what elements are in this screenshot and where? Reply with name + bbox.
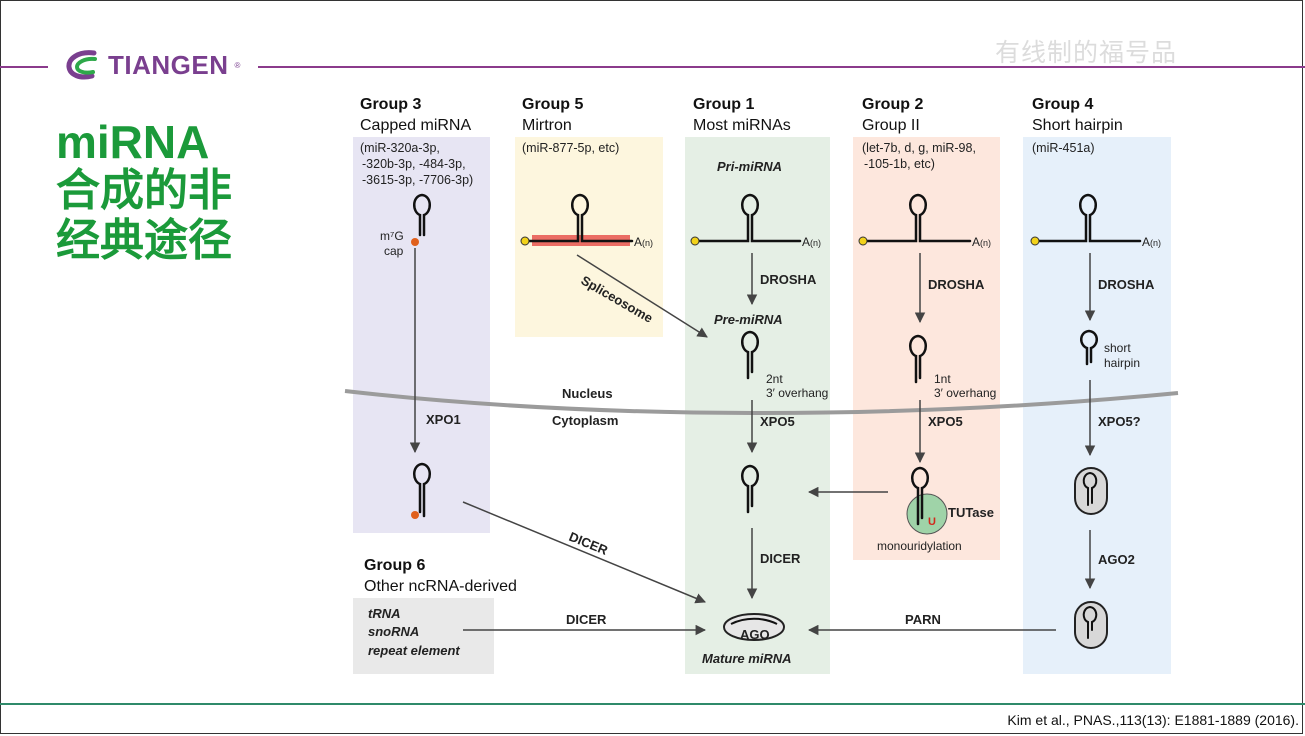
title-line-3: 经典途径	[56, 216, 232, 265]
group2-pri-mirna	[864, 193, 972, 243]
group2-drosha-label: DROSHA	[928, 277, 985, 292]
group1-end-dot	[690, 236, 700, 246]
citation: Kim et al., PNAS.,113(13): E1881-1889 (2…	[1007, 712, 1299, 728]
group1-cytoplasm-hairpin	[741, 464, 759, 514]
group6-panel	[353, 598, 494, 674]
group4-poly-a: A(n)	[1142, 235, 1161, 249]
group3-example-3: -3615-3p, -7706-3p)	[362, 173, 473, 187]
logo-registered-mark: ®	[234, 60, 241, 70]
group5-poly-a: A(n)	[634, 235, 653, 249]
group3-capped-hairpin	[413, 193, 431, 237]
cap-dot-cytoplasm	[411, 511, 419, 519]
group6-subtitle: Other ncRNA-derived	[364, 578, 517, 595]
group4-title: Group 4	[1032, 96, 1093, 113]
mature-mirna-strand	[730, 617, 778, 625]
group5-title: Group 5	[522, 96, 583, 113]
short-label: short	[1104, 341, 1131, 355]
group4-loaded-hairpin-1	[1082, 471, 1098, 506]
group4-subtitle: Short hairpin	[1032, 117, 1123, 134]
group1-subtitle: Most miRNAs	[693, 117, 791, 134]
repeat-element-label: repeat element	[368, 643, 460, 658]
group2-example-2: -105-1b, etc)	[864, 157, 935, 171]
m7g-cap-dot	[411, 238, 419, 246]
slide-title: miRNA 合成的非 经典途径	[56, 118, 286, 266]
group5-end-dot	[520, 236, 530, 246]
group6-title: Group 6	[364, 557, 425, 574]
tiangen-logo-icon	[64, 49, 102, 81]
group3-example-2: -320b-3p, -484-3p,	[362, 157, 466, 171]
group2-overhang-nt: 1nt	[934, 372, 951, 386]
mature-mirna-label: Mature miRNA	[702, 651, 792, 666]
cap-label: cap	[384, 244, 404, 258]
pri-mirna-label: Pri-miRNA	[717, 159, 782, 174]
group2-pre-mirna	[909, 334, 927, 384]
group1-dicer-label: DICER	[760, 551, 801, 566]
parn-label: PARN	[905, 612, 941, 627]
tiangen-logo: TIANGEN ®	[48, 42, 258, 88]
group1-pre-mirna	[741, 330, 759, 380]
group1-panel	[685, 137, 830, 674]
footer-divider	[0, 703, 1305, 705]
pre-mirna-label: Pre-miRNA	[714, 312, 783, 327]
spliceosome-arrow	[576, 254, 708, 338]
group4-xpo5-label: XPO5?	[1098, 414, 1141, 429]
logo-text: TIANGEN	[108, 49, 229, 80]
group2-example-1: (let-7b, d, g, miR-98,	[862, 141, 976, 155]
uridine-label: U	[928, 516, 936, 528]
group5-mirtron	[526, 193, 634, 243]
group1-drosha-label: DROSHA	[760, 272, 817, 287]
ago2-label: AGO2	[1098, 552, 1135, 567]
group1-title: Group 1	[693, 96, 754, 113]
trna-label: tRNA	[368, 606, 401, 621]
group4-example-1: (miR-451a)	[1032, 141, 1095, 155]
group1-overhang-label: 3′ overhang	[766, 386, 828, 400]
group4-pri-mirna	[1036, 193, 1142, 243]
title-line-1: miRNA	[56, 116, 210, 168]
group1-pri-mirna	[696, 193, 802, 243]
group3-cytoplasm-hairpin	[413, 462, 431, 518]
group4-end-dot	[1030, 236, 1040, 246]
group2-subtitle: Group II	[862, 117, 920, 134]
hairpin-label: hairpin	[1104, 356, 1140, 370]
group3-panel	[353, 137, 490, 533]
nuclear-membrane	[344, 389, 1179, 416]
group6-dicer-label: DICER	[566, 612, 607, 627]
tutase-enzyme	[906, 493, 948, 535]
group3-subtitle: Capped miRNA	[360, 117, 471, 134]
group4-loaded-hairpin-2	[1082, 605, 1098, 639]
group2-poly-a: A(n)	[972, 235, 991, 249]
group4-short-hairpin	[1080, 329, 1098, 366]
group2-title: Group 2	[862, 96, 923, 113]
group3-arrow-dicer	[462, 501, 706, 604]
m7g-label: m⁷G	[380, 229, 404, 243]
group3-title: Group 3	[360, 96, 421, 113]
header-divider	[0, 66, 1305, 68]
snorna-label: snoRNA	[368, 624, 419, 639]
group5-subtitle: Mirtron	[522, 117, 572, 134]
group1-xpo5-label: XPO5	[760, 414, 795, 429]
group2-xpo5-label: XPO5	[928, 414, 963, 429]
group2-uridylated-hairpin	[911, 466, 929, 526]
group4-drosha-label: DROSHA	[1098, 277, 1155, 292]
ago-label: AGO	[740, 627, 770, 642]
group1-overhang-nt: 2nt	[766, 372, 783, 386]
title-line-2: 合成的非	[56, 166, 232, 215]
tutase-label: TUTase	[948, 505, 994, 520]
group2-end-dot	[858, 236, 868, 246]
group3-example-1: (miR-320a-3p,	[360, 141, 440, 155]
video-watermark: 有线制的福号品	[995, 39, 1178, 67]
nucleus-label: Nucleus	[562, 386, 613, 401]
group1-poly-a: A(n)	[802, 235, 821, 249]
group5-example-1: (miR-877-5p, etc)	[522, 141, 619, 155]
cytoplasm-label: Cytoplasm	[552, 413, 618, 428]
monouridylation-label: monouridylation	[877, 539, 962, 553]
xpo1-label: XPO1	[426, 412, 461, 427]
group2-overhang-label: 3′ overhang	[934, 386, 996, 400]
